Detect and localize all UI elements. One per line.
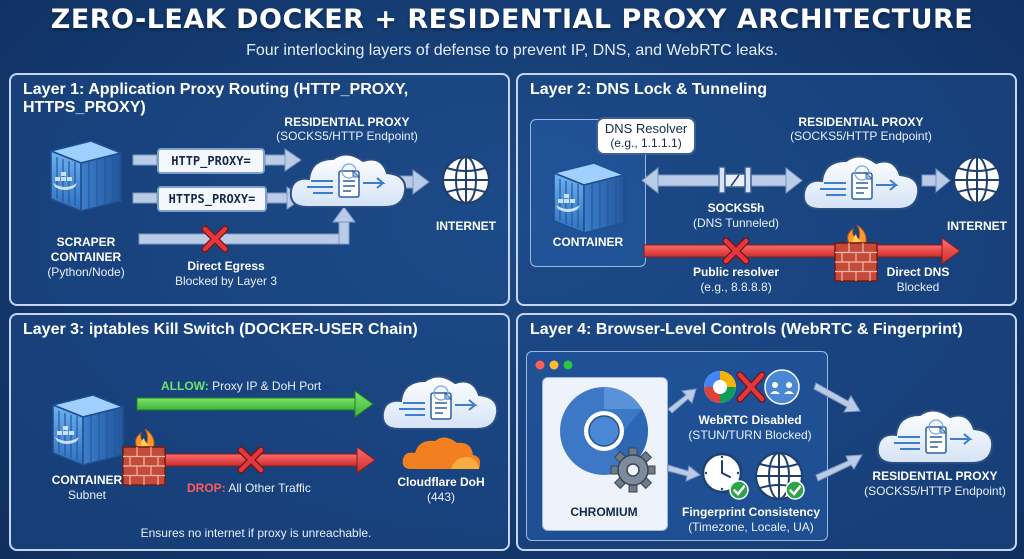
x-mark-icon — [239, 448, 263, 472]
page-subtitle: Four interlocking layers of defense to p… — [246, 42, 778, 59]
direct-dns-sub: Blocked — [896, 280, 940, 294]
https-proxy-env: HTTPS_PROXY= — [157, 186, 267, 212]
cloud-proxy-icon — [802, 155, 920, 210]
dns-resolver-label: DNS Resolver — [604, 121, 688, 136]
layer1-internet-label: INTERNET — [436, 219, 496, 233]
x-mark-icon — [724, 239, 748, 263]
cloud-proxy-icon — [289, 153, 407, 208]
window-controls — [535, 360, 573, 370]
layer1-container-label: SCRAPER CONTAINER — [50, 235, 122, 264]
allow-text: Proxy IP & DoH Port — [208, 379, 322, 393]
layer2-internet-label: INTERNET — [947, 219, 1007, 233]
socks5h-sub: (DNS Tunneled) — [692, 216, 780, 230]
allow-keyword: ALLOW: — [161, 379, 209, 393]
layer2-container-label: CONTAINER — [552, 235, 624, 249]
layer2-panel: Layer 2: DNS Lock & Tunneling CONTAINER … — [516, 73, 1017, 306]
layer3-arrows — [136, 390, 376, 474]
globe-icon — [953, 156, 1001, 204]
gear-icon — [610, 447, 656, 493]
firewall-icon — [834, 224, 878, 282]
layer1-proxy-sub: (SOCKS5/HTTP Endpoint) — [276, 129, 418, 143]
chromium-label: CHROMIUM — [570, 505, 638, 519]
direct-egress-label: Direct Egress — [187, 259, 265, 273]
cloud-proxy-icon — [876, 409, 994, 464]
layer2-proxy-label: RESIDENTIAL PROXY — [798, 115, 924, 129]
layer1-panel: Layer 1: Application Proxy Routing (HTTP… — [9, 73, 510, 306]
layer2-proxy-sub: (SOCKS5/HTTP Endpoint) — [790, 129, 932, 143]
direct-egress-sub: Blocked by Layer 3 — [174, 274, 278, 288]
fingerprint-sub: (Timezone, Locale, UA) — [688, 520, 814, 534]
drop-keyword: DROP: — [187, 481, 226, 495]
drop-rule-label: DROP: All Other Traffic — [187, 481, 367, 496]
cloud-proxy-icon — [381, 375, 499, 430]
layer3-panel: Layer 3: iptables Kill Switch (DOCKER-US… — [9, 313, 510, 551]
layer2-title: Layer 2: DNS Lock & Tunneling — [530, 81, 768, 98]
layer1-container-sub: (Python/Node) — [47, 265, 125, 279]
x-mark-icon — [203, 227, 227, 251]
firewall-icon — [122, 428, 166, 486]
fingerprint-label: Fingerprint Consistency — [681, 505, 821, 519]
globe-icon — [442, 156, 490, 204]
drop-text: All Other Traffic — [225, 481, 311, 495]
checkmark-icon — [784, 479, 806, 501]
public-resolver-sub: (e.g., 8.8.8.8) — [700, 280, 772, 294]
checkmark-icon — [728, 479, 750, 501]
layer3-container-sub: Subnet — [67, 488, 107, 502]
layer1-title: Layer 1: Application Proxy Routing (HTTP… — [23, 81, 409, 116]
cloudflare-label: Cloudflare DoH — [397, 475, 485, 489]
layer4-panel: Layer 4: Browser-Level Controls (WebRTC … — [516, 313, 1017, 551]
allow-rule-label: ALLOW: Proxy IP & DoH Port — [161, 379, 361, 394]
direct-dns-label: Direct DNS — [886, 265, 950, 279]
layer4-arrows — [667, 382, 863, 482]
layer4-proxy-label: RESIDENTIAL PROXY — [872, 469, 998, 483]
clock-icon — [701, 452, 743, 494]
layer4-title: Layer 4: Browser-Level Controls (WebRTC … — [530, 321, 963, 338]
dns-resolver-bubble: DNS Resolver (e.g., 1.1.1.1) — [596, 117, 696, 155]
layer3-container-label: CONTAINER — [51, 473, 123, 487]
dns-resolver-sub: (e.g., 1.1.1.1) — [610, 136, 682, 150]
public-resolver-label: Public resolver — [692, 265, 780, 279]
cloudflare-icon — [402, 437, 481, 469]
layer1-proxy-label: RESIDENTIAL PROXY — [284, 115, 410, 129]
page-title: ZERO-LEAK DOCKER + RESIDENTIAL PROXY ARC… — [50, 4, 974, 35]
layer3-title: Layer 3: iptables Kill Switch (DOCKER-US… — [23, 321, 418, 338]
webrtc-icon — [704, 369, 800, 405]
webrtc-label: WebRTC Disabled — [698, 413, 802, 427]
layer4-proxy-sub: (SOCKS5/HTTP Endpoint) — [864, 484, 1006, 498]
kill-switch-footnote: Ensures no internet if proxy is unreacha… — [140, 526, 372, 540]
socks5h-label: SOCKS5h — [707, 201, 765, 215]
http-proxy-env: HTTP_PROXY= — [157, 148, 265, 174]
cloudflare-sub: (443) — [426, 490, 455, 504]
webrtc-sub: (STUN/TURN Blocked) — [688, 428, 812, 442]
